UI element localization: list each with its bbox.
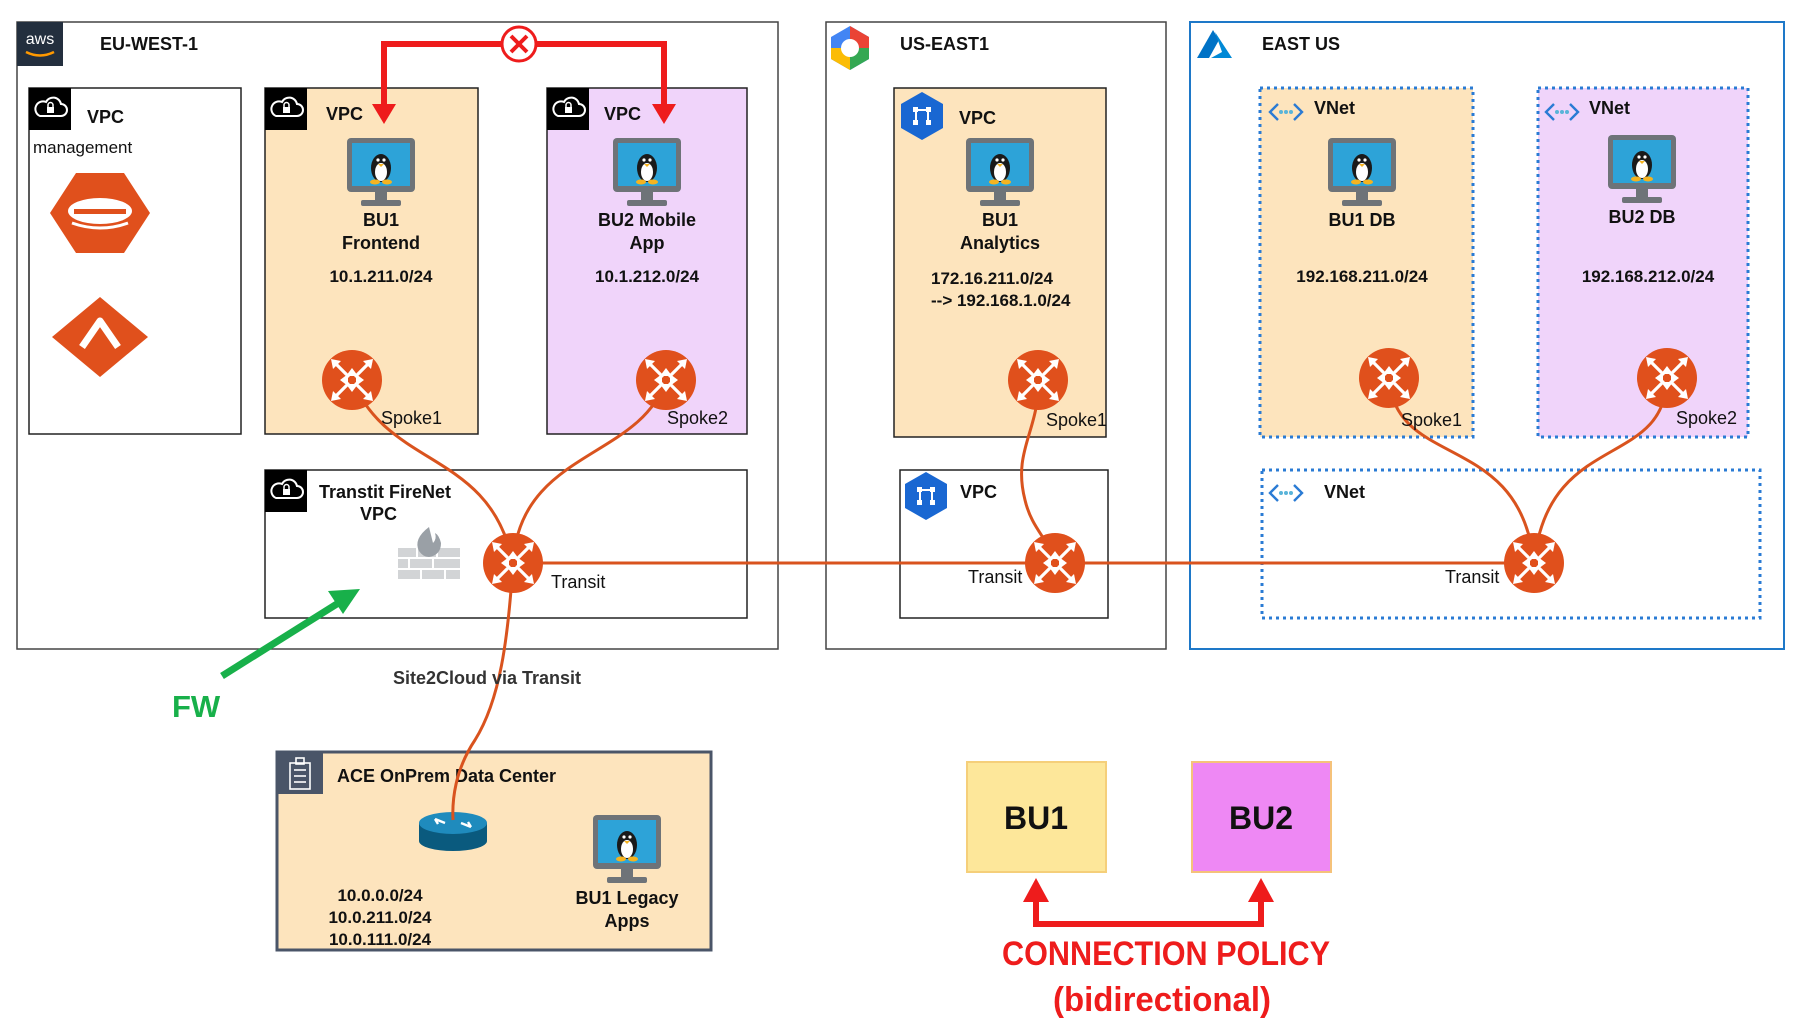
gateway-label: Transit — [968, 567, 1022, 587]
cidr-nat-label: --> 192.168.1.0/24 — [931, 291, 1071, 310]
spoke1-gateway-aws[interactable]: Spoke1 — [320, 348, 442, 428]
deny-icon — [500, 25, 538, 63]
onprem-cidr: 10.0.111.0/24 — [329, 930, 432, 949]
gateway-icon — [1635, 346, 1699, 410]
policy-title: CONNECTION POLICY — [1002, 935, 1330, 973]
building-icon-bg — [277, 752, 323, 794]
mgmt-vpc-label: VPC — [87, 107, 124, 127]
spoke2-gateway-aws[interactable]: Spoke2 — [634, 348, 728, 428]
bu2-db-vnet: VNet BU2 DB 192.168.212.0/24 — [1536, 86, 1750, 439]
gateway-label: Spoke1 — [1401, 410, 1462, 430]
gcp-region-title: US-EAST1 — [900, 34, 989, 54]
gateway-icon — [320, 348, 384, 412]
cloud-lock-icon — [28, 87, 72, 131]
cloud-lock-icon — [546, 87, 590, 131]
aws-region-title: EU-WEST-1 — [100, 34, 198, 54]
azure-region-title: EAST US — [1262, 34, 1340, 54]
vnet-label: VNet — [1324, 482, 1365, 502]
vpc-label: VPC — [326, 104, 363, 124]
cloud-lock-icon — [264, 469, 308, 513]
site2cloud-label: Site2Cloud via Transit — [393, 668, 581, 688]
spoke2-gateway-azure[interactable]: Spoke2 — [1635, 346, 1737, 428]
legend-bu2-box — [1191, 761, 1332, 873]
fw-label: FW — [172, 689, 221, 724]
transit-gateway-azure[interactable]: Transit — [1445, 531, 1566, 595]
onprem-datacenter: ACE OnPrem Data Center 10.0.0.0/24 10.0.… — [275, 750, 713, 952]
link-spoke2-transit — [511, 379, 668, 564]
legend-bu1-label: BU1 — [1004, 800, 1068, 836]
legend-bu2-label: BU2 — [1229, 800, 1293, 836]
gcp-logo — [831, 26, 869, 70]
copilot-icon — [52, 297, 148, 377]
onprem-cidr: 10.0.211.0/24 — [328, 908, 432, 927]
workload-name: Analytics — [960, 233, 1040, 253]
workload-name: BU1 DB — [1328, 210, 1395, 230]
workload-name: BU1 — [363, 210, 399, 230]
arrowhead — [372, 104, 396, 124]
mgmt-vpc-sublabel: management — [33, 138, 133, 157]
workload-name: BU2 DB — [1608, 207, 1675, 227]
arrowhead — [328, 589, 360, 614]
building-icon — [289, 757, 311, 790]
legend-bu1-box — [966, 761, 1107, 873]
vnet-label: VNet — [1314, 98, 1355, 118]
gateway-icon — [481, 531, 545, 595]
spoke1-gateway-gcp[interactable]: Spoke1 — [1006, 348, 1107, 430]
gateway-label: Transit — [1445, 567, 1499, 587]
cidr-label: 10.1.211.0/24 — [329, 267, 433, 286]
controller-icon — [50, 173, 150, 253]
legend: BU1 BU2 CONNECTION POLICY (bidirectional… — [966, 761, 1332, 1019]
transit-vpc-label: VPC — [360, 504, 397, 524]
aws-logo: aws — [17, 22, 63, 66]
vpc-label: VPC — [959, 108, 996, 128]
gateway-label: Spoke1 — [381, 408, 442, 428]
spoke1-gateway-azure[interactable]: Spoke1 — [1357, 346, 1462, 430]
link-az-spoke2-transit — [1532, 377, 1669, 564]
onprem-cidr: 10.0.0.0/24 — [337, 886, 423, 905]
svg-text:aws: aws — [26, 31, 54, 48]
gateway-icon — [1023, 531, 1087, 595]
legacy-app-label: Apps — [605, 911, 650, 931]
workload-name: BU2 Mobile — [598, 210, 696, 230]
workload-name: BU1 — [982, 210, 1018, 230]
workload-name: Frontend — [342, 233, 420, 253]
link-spoke1-transit — [350, 379, 515, 564]
onprem-router-icon — [419, 812, 487, 851]
policy-arrow — [1023, 878, 1274, 927]
legacy-app-label: BU1 Legacy — [575, 888, 678, 908]
onprem-title: ACE OnPrem Data Center — [337, 766, 556, 786]
cidr-label: 192.168.211.0/24 — [1296, 267, 1428, 286]
azure-logo — [1197, 30, 1232, 58]
link-site2cloud — [451, 562, 515, 821]
denied-path — [372, 25, 676, 124]
transit-gateway-gcp[interactable]: Transit — [968, 531, 1087, 595]
bu1-analytics-vpc: VPC BU1 Analytics 172.16.211.0/24 --> 19… — [893, 87, 1107, 438]
link-az-spoke1-transit — [1387, 377, 1536, 564]
cidr-label: 10.1.212.0/24 — [595, 267, 700, 286]
transit-gateway-aws[interactable]: Transit — [481, 531, 605, 595]
mgmt-vpc: VPC management — [28, 87, 242, 435]
arrowhead — [652, 104, 676, 124]
gateway-icon — [1006, 348, 1070, 412]
cidr-label: 192.168.212.0/24 — [1582, 267, 1715, 286]
cloud-lock-icon — [264, 87, 308, 131]
gateway-icon — [1502, 531, 1566, 595]
vnet-label: VNet — [1589, 98, 1630, 118]
gateway-icon — [634, 348, 698, 412]
gateway-label: Spoke2 — [667, 408, 728, 428]
gateway-label: Spoke1 — [1046, 410, 1107, 430]
policy-subtitle: (bidirectional) — [1053, 981, 1271, 1019]
gateway-icon — [1357, 346, 1421, 410]
vpc-label: VPC — [960, 482, 997, 502]
firewall-icon — [396, 527, 462, 581]
gateway-label: Spoke2 — [1676, 408, 1737, 428]
workload-name: App — [630, 233, 665, 253]
vpc-label: VPC — [604, 104, 641, 124]
cidr-label: 172.16.211.0/24 — [931, 269, 1054, 288]
transit-vpc-label: Transtit FireNet — [319, 482, 451, 502]
gateway-label: Transit — [551, 572, 605, 592]
fw-annotation: FW — [172, 589, 360, 724]
